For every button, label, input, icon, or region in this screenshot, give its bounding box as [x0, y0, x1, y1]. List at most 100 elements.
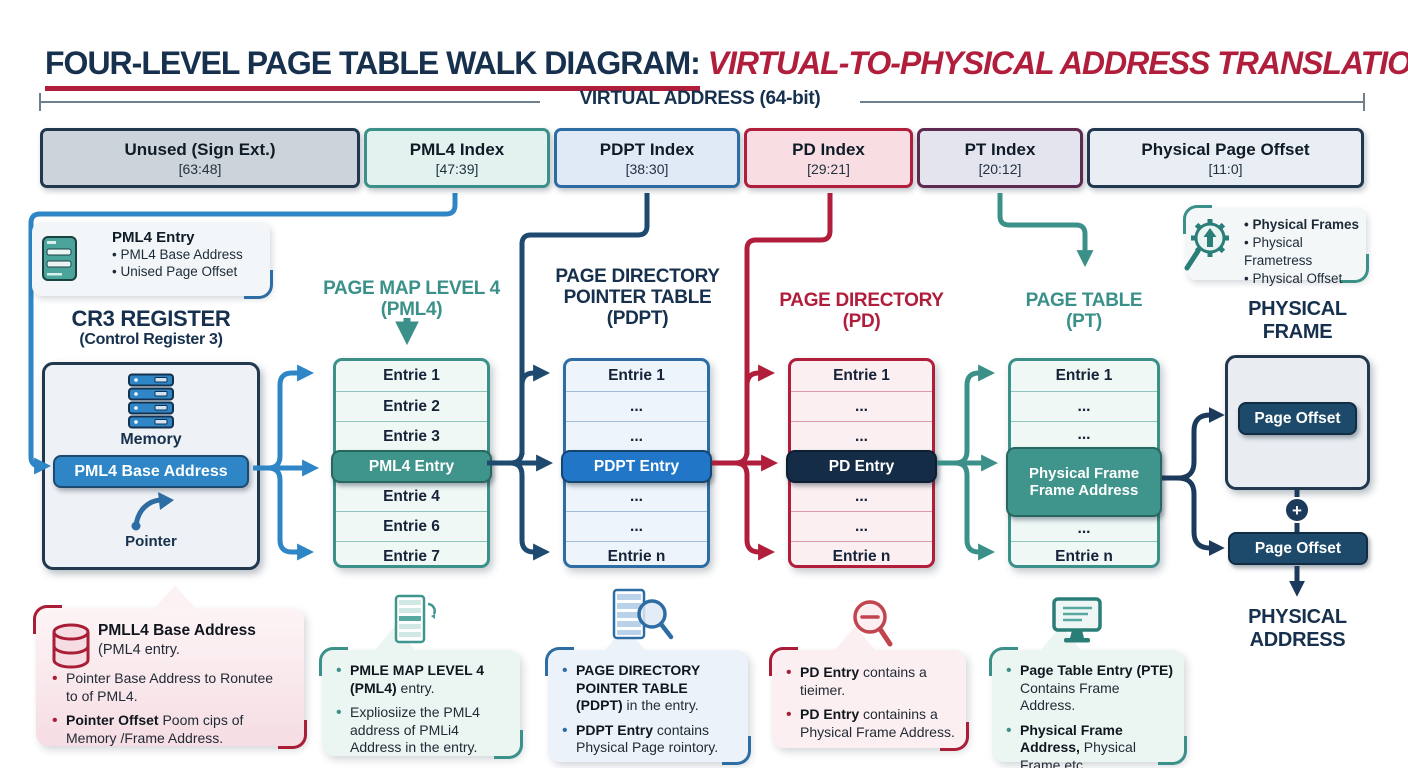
callout-bullet: PAGE DIRECTORY POINTER TABLE (PDPT) in t…: [562, 662, 738, 715]
table-row: Entrie n: [566, 541, 707, 571]
callout-corner-accent: [494, 730, 523, 759]
heading-line: PAGE MAP LEVEL 4: [323, 278, 500, 299]
document-icon: [42, 236, 77, 281]
callout-bullet: Pointer Offset Poom cips of Memory /Fram…: [52, 712, 288, 747]
pml4-base-address-pill: PML4 Base Address: [53, 455, 249, 488]
cr3-heading: CR3 REGISTER (Control Register 3): [40, 308, 262, 350]
plus-circle: [1284, 497, 1310, 523]
note-title: PML4 Entry: [112, 229, 195, 246]
magnifier-minus-icon: [853, 600, 893, 647]
note-corner-accent: [244, 270, 273, 299]
heading-line: ADDRESS: [1249, 629, 1346, 651]
callout-bullet: Page Table Entry (PTE) Contains Frame Ad…: [1006, 662, 1174, 715]
heading-line: POINTER TABLE: [563, 287, 712, 308]
table-row: ...: [566, 481, 707, 511]
va-segment-page-offset: Physical Page Offset [11:0]: [1087, 128, 1364, 188]
heading-line: (PT): [1066, 311, 1102, 332]
page-title: FOUR-LEVEL PAGE TABLE WALK DIAGRAM: VIRT…: [45, 45, 1408, 92]
segment-bits: [20:12]: [978, 160, 1022, 177]
pml4-table: Entrie 1 Entrie 2 Entrie 3 PML4 Entry En…: [331, 358, 492, 571]
pml4-entry-note: PML4 Entry • PML4 Base Address • Unised …: [32, 222, 273, 299]
page-offset-pill-bottom: Page Offset: [1228, 532, 1368, 565]
physical-address-heading: PHYSICAL ADDRESS: [1225, 606, 1370, 652]
memory-server-icon: [128, 373, 174, 429]
table-row: ...: [1011, 421, 1157, 448]
gear-search-icon: [1184, 219, 1229, 271]
pd-heading: PAGE DIRECTORY (PD): [770, 290, 953, 332]
callout-bullets: PD Entry contains a tieimer. PD Entry co…: [786, 664, 956, 748]
heading-line: PAGE TABLE: [1025, 290, 1143, 311]
physical-frame-heading: PHYSICAL FRAME: [1225, 298, 1370, 344]
note-bullet: • Physical Frames: [1244, 217, 1360, 232]
table-row: ...: [566, 421, 707, 451]
memory-label: Memory: [120, 431, 182, 448]
table-row: PD Entry: [786, 450, 937, 483]
segment-bits: [63:48]: [178, 160, 222, 177]
pdpt-heading: PAGE DIRECTORY POINTER TABLE (PDPT): [545, 266, 730, 329]
title-part-navy: FOUR-LEVEL PAGE TABLE WALK DIAGRAM:: [45, 45, 701, 92]
pdpt-table: Entrie 1 ... ... PDPT Entry ... ... Entr…: [561, 358, 712, 571]
virtual-address-header: VIRTUAL ADDRESS (64-bit): [579, 88, 821, 109]
table-row: Entrie 2: [336, 391, 487, 421]
note-corner-accent: [1340, 254, 1369, 283]
table-row: Entrie 1: [383, 367, 440, 384]
pt-heading: PAGE TABLE (PT): [992, 290, 1176, 332]
segment-label: PML4 Index: [409, 139, 505, 159]
pml4-entry-highlight: PML4 Entry: [331, 450, 492, 483]
callout-bullet: Expliosiize the PML4 address of PMLi4 Ad…: [336, 704, 510, 757]
callout-corner-accent: [989, 647, 1018, 676]
table-row: Entrie 7: [336, 541, 487, 571]
note-text: • Physical Frames • Physical Frametress …: [1244, 216, 1366, 288]
plus-sign: +: [1292, 501, 1302, 520]
heading-line: PHYSICAL: [1248, 298, 1347, 320]
table-row: ...: [791, 511, 932, 541]
heading-line: (PML4): [380, 299, 443, 320]
pointer-arrow-icon: [131, 492, 174, 531]
va-segment-pt-index: PT Index [20:12]: [917, 128, 1083, 188]
callout-bullet: PD Entry contains a tieimer.: [786, 664, 956, 699]
table-refresh-icon: [394, 594, 436, 644]
table-row: Physical Frame Frame Address: [1006, 447, 1162, 517]
callout-bullet: Pointer Base Address to Ronutee to of PM…: [52, 670, 288, 705]
segment-bits: [11:0]: [1208, 160, 1243, 177]
segment-label: PDPT Index: [599, 139, 695, 159]
pd-callout: PD Entry contains a tieimer. PD Entry co…: [769, 626, 969, 751]
callout-bullet: PDPT Entry contains Physical Page rointo…: [562, 722, 738, 757]
callout-tail: [154, 585, 196, 609]
table-row: ...: [791, 421, 932, 451]
page-offset-pill-top: Page Offset: [1238, 402, 1357, 435]
title-part-red: VIRTUAL-TO-PHYSICAL ADDRESS TRANSLATION: [699, 45, 1408, 82]
table-row: ...: [791, 481, 932, 511]
pdpt-entry-highlight: PDPT Entry: [561, 450, 712, 483]
heading-line: (PDPT): [606, 308, 669, 329]
table-row: PDPT Entry: [561, 450, 712, 483]
callout-header: PMLL4 Base Address (PML4 entry.: [98, 621, 256, 660]
cr3-register-box: Memory PML4 Base Address Pointer: [42, 362, 260, 570]
table-row: Entrie 6: [336, 511, 487, 541]
segment-label: Physical Page Offset: [1141, 139, 1310, 159]
note-corner-accent: [1183, 205, 1212, 234]
heading-line: (PD): [842, 311, 881, 332]
heading-line: PAGE DIRECTORY: [555, 266, 720, 287]
segment-bits: [29:21]: [807, 160, 850, 177]
table-row: ...: [1011, 391, 1157, 421]
callout-bullets: PMLE MAP LEVEL 4 (PML4) entry. Expliosii…: [336, 662, 510, 764]
table-row: Entrie 1: [1055, 367, 1113, 384]
table-row: PML4 Entry: [331, 450, 492, 483]
callout-corner-accent: [319, 647, 348, 676]
physical-frame-box: Page Offset: [1225, 355, 1370, 490]
callout-corner-accent: [278, 720, 307, 749]
table-row: ...: [566, 391, 707, 421]
physical-frame-address-highlight: Physical Frame Frame Address: [1006, 447, 1162, 517]
cr3-subtitle: (Control Register 3): [79, 331, 223, 348]
pd-table: Entrie 1 ... ... PD Entry ... ... Entrie…: [786, 358, 937, 568]
monitor-icon: [1052, 597, 1102, 643]
heading-line: PAGE DIRECTORY: [779, 290, 944, 311]
va-segment-pml4-index: PML4 Index [47:39]: [364, 128, 550, 188]
pml4-callout: PMLE MAP LEVEL 4 (PML4) entry. Expliosii…: [319, 626, 523, 759]
note-bullet: • Physical Offset: [1244, 271, 1343, 286]
callout-corner-accent: [545, 647, 574, 676]
table-row: ...: [566, 511, 707, 541]
cr3-callout: PMLL4 Base Address (PML4 entry. Pointer …: [33, 585, 307, 749]
